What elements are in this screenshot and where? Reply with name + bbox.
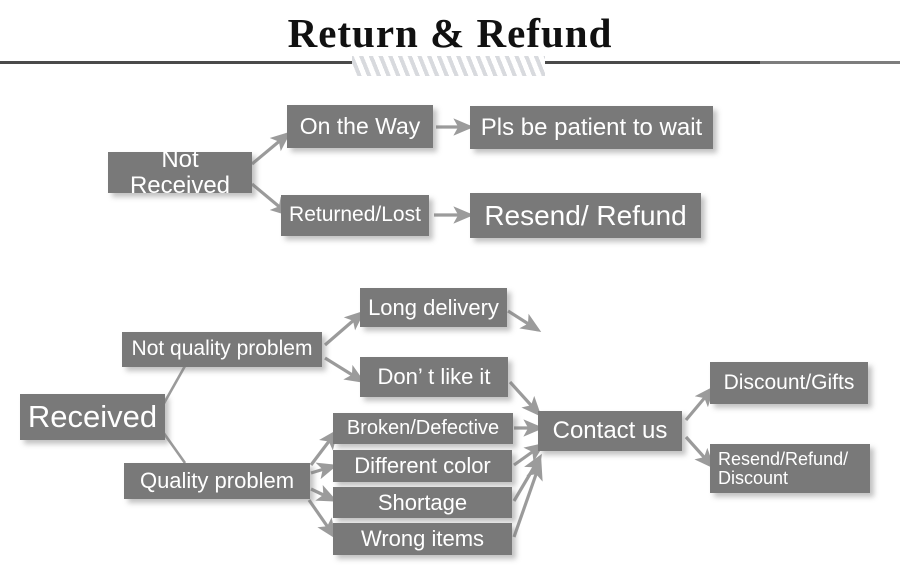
node-shortage[interactable]: Shortage bbox=[333, 487, 512, 518]
node-received[interactable]: Received bbox=[20, 394, 165, 440]
node-different-color[interactable]: Different color bbox=[333, 450, 512, 482]
node-pls-be-patient-to-wait[interactable]: Pls be patient to wait bbox=[470, 106, 713, 149]
node-on-the-way[interactable]: On the Way bbox=[287, 105, 433, 148]
node-wrong-items[interactable]: Wrong items bbox=[333, 523, 512, 555]
node-not-quality-problem[interactable]: Not quality problem bbox=[122, 332, 322, 367]
node-resend-refund[interactable]: Resend/ Refund bbox=[470, 193, 701, 238]
node-broken-defective[interactable]: Broken/Defective bbox=[333, 413, 513, 444]
header-divider-left bbox=[0, 61, 352, 64]
node-returned-lost[interactable]: Returned/Lost bbox=[281, 195, 429, 236]
node-discount-gifts[interactable]: Discount/Gifts bbox=[710, 362, 868, 404]
page-title: Return & Refund bbox=[287, 10, 613, 56]
header-hatch-ornament bbox=[352, 56, 545, 76]
node-quality-problem[interactable]: Quality problem bbox=[124, 463, 310, 499]
node-not-received[interactable]: Not Received bbox=[108, 147, 252, 198]
header-divider-right bbox=[545, 61, 900, 64]
node-long-delivery[interactable]: Long delivery bbox=[360, 288, 507, 327]
node-dont-like-it[interactable]: Don’ t like it bbox=[360, 357, 508, 397]
header-divider-right-faint bbox=[760, 61, 900, 64]
node-contact-us[interactable]: Contact us bbox=[538, 411, 682, 451]
node-resend-refund-discount[interactable]: Resend/Refund/ Discount bbox=[710, 444, 870, 493]
